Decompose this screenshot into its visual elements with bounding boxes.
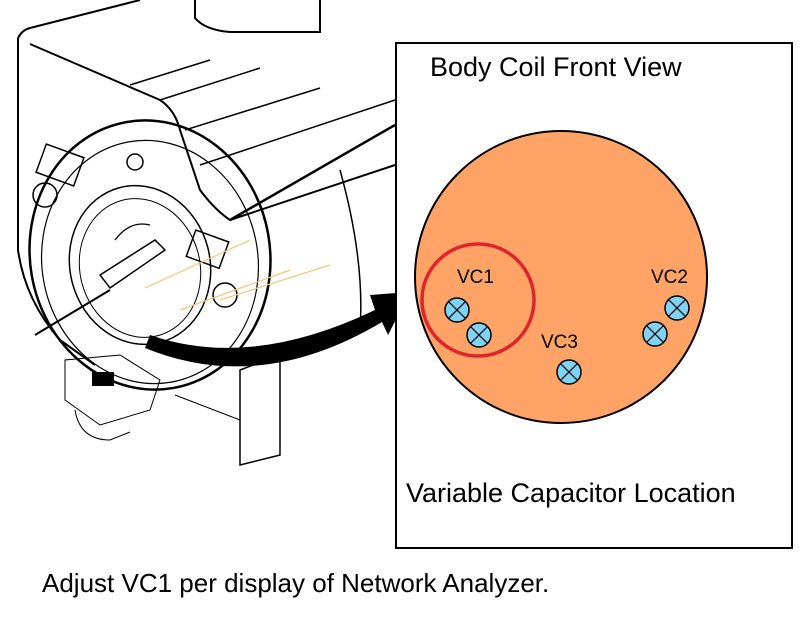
vc1-capacitor-icon: [444, 297, 470, 323]
electronics-box: [64, 354, 161, 426]
vc2-label: VC2: [651, 267, 688, 288]
base-frame: [174, 394, 241, 465]
coil-trace: [144, 239, 331, 311]
patient-rail: [98, 239, 167, 290]
top-knob: [126, 153, 144, 171]
gantry-outline: [17, 0, 141, 366]
vc1-capacitor-icon: [466, 322, 492, 348]
panel-seam: [229, 123, 396, 222]
vc2-capacitor-icon: [664, 295, 690, 321]
body-coil-circle: [414, 130, 708, 424]
bore-back: [114, 223, 151, 241]
body-curve: [339, 169, 362, 331]
panel-title: Body Coil Front View: [430, 52, 682, 82]
gantry-ring-inner: [40, 139, 260, 385]
gantry-ring-outer: [28, 119, 272, 391]
left-control-panel: [35, 143, 85, 187]
vc1-highlight-ring: [420, 242, 536, 358]
bracket: [74, 409, 131, 441]
instruction-text: Adjust VC1 per display of Network Analyz…: [42, 568, 550, 598]
tool-rod: [34, 289, 111, 336]
support-leg: [239, 353, 281, 466]
curved-arrow-icon: [145, 292, 400, 367]
vc3-label: VC3: [541, 332, 578, 353]
bore-inner: [78, 198, 202, 338]
mri-gantry-illustration: [17, 0, 400, 466]
panel-lines: [129, 59, 396, 166]
right-control-panel: [185, 229, 230, 270]
left-knob: [32, 182, 58, 208]
vc1-label: VC1: [457, 267, 494, 288]
body-coil-diagram: VC1 VC2 VC3: [414, 130, 708, 424]
gantry-edge: [29, 43, 396, 222]
top-housing: [194, 0, 322, 33]
right-knob: [212, 282, 238, 308]
panel-caption: Variable Capacitor Location: [406, 478, 736, 508]
vc3-capacitor-icon: [556, 359, 582, 385]
vc2-capacitor-icon: [642, 321, 668, 347]
connector-block: [92, 372, 114, 386]
